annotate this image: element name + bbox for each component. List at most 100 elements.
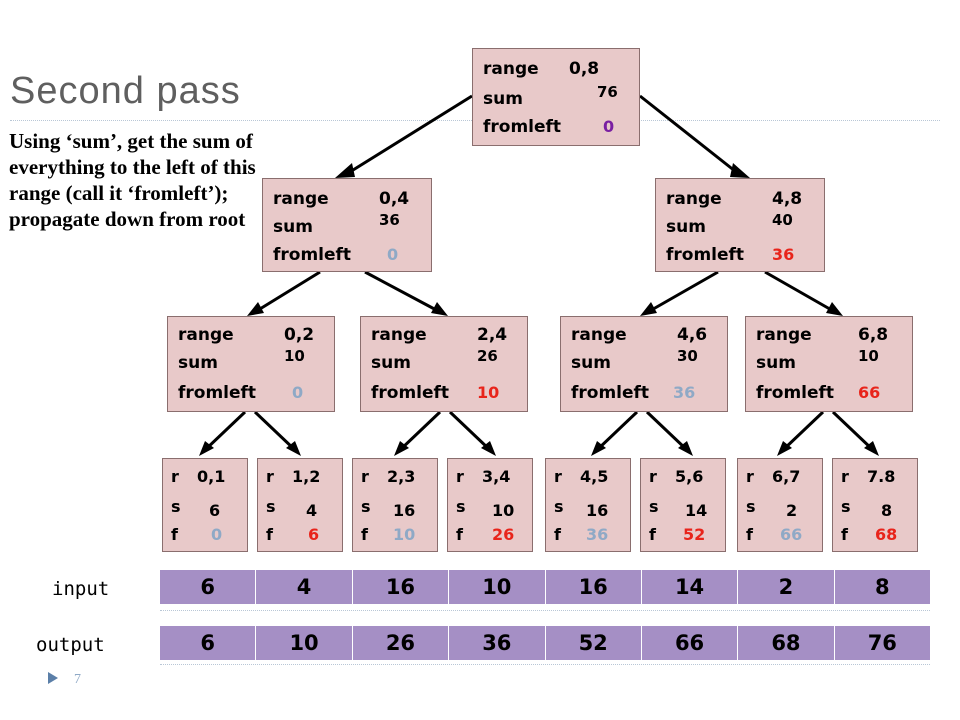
f-label: f — [649, 525, 656, 544]
fromleft-label: fromleft — [483, 117, 562, 137]
s-label: s — [841, 497, 851, 516]
output-cell: 10 — [256, 626, 353, 660]
fromleft-value: 36 — [772, 245, 795, 264]
sum-value: 40 — [772, 211, 793, 229]
output-divider — [160, 664, 930, 665]
range-value: 7.8 — [867, 467, 896, 486]
range-value: 0,1 — [197, 467, 226, 486]
tree-leaf-5-6: r 5,6 s 14 f 52 — [640, 458, 726, 552]
range-value: 1,2 — [292, 467, 321, 486]
tree-node-6-8: range 6,8 sum 10 fromleft 66 — [745, 316, 913, 412]
range-value: 6,8 — [858, 325, 889, 345]
range-value: 4,5 — [580, 467, 609, 486]
sum-value: 30 — [677, 347, 698, 365]
sum-label: sum — [371, 353, 411, 373]
tree-leaf-7-8: r 7.8 s 8 f 68 — [832, 458, 918, 552]
tree-node-2-4: range 2,4 sum 26 fromleft 10 — [360, 316, 528, 412]
s-label: s — [171, 497, 181, 516]
array-divider — [160, 610, 930, 611]
f-label: f — [361, 525, 368, 544]
edge-4-6-left — [595, 410, 639, 452]
input-cell: 16 — [545, 570, 642, 604]
edge-0-4-left — [254, 270, 321, 314]
fromleft-value: 66 — [780, 525, 803, 544]
s-label: s — [649, 497, 659, 516]
s-label: s — [266, 497, 276, 516]
sum-value: 16 — [586, 501, 609, 520]
edge-4-8-left — [647, 270, 719, 314]
input-label: input — [52, 578, 110, 600]
edge-6-8-right — [831, 410, 875, 452]
output-array: 6 10 26 36 52 66 68 76 — [160, 626, 930, 660]
range-value: 0,4 — [379, 189, 410, 209]
output-cell: 36 — [449, 626, 546, 660]
sum-value: 4 — [306, 501, 318, 520]
fromleft-value: 66 — [858, 383, 881, 402]
edge-0-2-right — [253, 410, 297, 452]
edge-2-4-left — [398, 410, 442, 452]
fromleft-label: fromleft — [178, 383, 257, 403]
range-value: 2,3 — [387, 467, 416, 486]
sum-value: 10 — [284, 347, 305, 365]
fromleft-value: 10 — [477, 383, 500, 402]
fromleft-label: fromleft — [756, 383, 835, 403]
tree-node-0-4: range 0,4 sum 36 fromleft 0 — [262, 178, 432, 272]
r-label: r — [649, 467, 657, 486]
slide-title: Second pass — [10, 70, 241, 112]
s-label: s — [554, 497, 564, 516]
input-cell: 8 — [834, 570, 930, 604]
range-value: 3,4 — [482, 467, 511, 486]
output-cell: 52 — [545, 626, 642, 660]
sum-value: 6 — [209, 501, 221, 520]
f-label: f — [171, 525, 178, 544]
r-label: r — [554, 467, 562, 486]
sum-label: sum — [571, 353, 611, 373]
range-label: range — [571, 325, 627, 345]
range-value: 0,8 — [569, 59, 600, 79]
output-cell: 6 — [160, 626, 257, 660]
r-label: r — [841, 467, 849, 486]
slide-bullet-icon — [48, 672, 58, 684]
sum-value: 8 — [881, 501, 893, 520]
tree-node-root: range 0,8 sum 76 fromleft 0 — [472, 48, 640, 146]
edge-4-6-right — [645, 410, 689, 452]
range-label: range — [756, 325, 812, 345]
edge-root-right — [639, 94, 741, 177]
edge-root-left — [344, 94, 473, 177]
range-value: 4,6 — [677, 325, 708, 345]
tree-node-0-2: range 0,2 sum 10 fromleft 0 — [167, 316, 335, 412]
fromleft-value: 0 — [603, 117, 615, 136]
tree-leaf-1-2: r 1,2 s 4 f 6 — [257, 458, 343, 552]
output-cell: 68 — [738, 626, 835, 660]
output-cell: 76 — [834, 626, 930, 660]
tree-leaf-3-4: r 3,4 s 10 f 26 — [447, 458, 533, 552]
r-label: r — [266, 467, 274, 486]
fromleft-label: fromleft — [571, 383, 650, 403]
range-value: 4,8 — [772, 189, 803, 209]
edge-0-4-right — [364, 270, 441, 314]
output-label: output — [36, 634, 105, 656]
page-number: 7 — [74, 672, 81, 687]
fromleft-value: 10 — [393, 525, 416, 544]
input-cell: 14 — [641, 570, 739, 604]
f-label: f — [841, 525, 848, 544]
tree-leaf-6-7: r 6,7 s 2 f 66 — [737, 458, 823, 552]
range-label: range — [273, 189, 329, 209]
fromleft-value: 68 — [875, 525, 898, 544]
fromleft-value: 0 — [292, 383, 304, 402]
r-label: r — [361, 467, 369, 486]
sum-value: 14 — [685, 501, 708, 520]
input-array: 6 4 16 10 16 14 2 8 — [160, 570, 930, 604]
fromleft-value: 26 — [492, 525, 515, 544]
s-label: s — [456, 497, 466, 516]
sum-value: 76 — [597, 83, 618, 101]
sum-value: 16 — [393, 501, 416, 520]
edge-2-4-right — [448, 410, 492, 452]
sum-label: sum — [483, 89, 523, 109]
fromleft-value: 36 — [673, 383, 696, 402]
sum-value: 26 — [477, 347, 498, 365]
range-value: 5,6 — [675, 467, 704, 486]
sum-value: 2 — [786, 501, 798, 520]
output-cell: 66 — [641, 626, 739, 660]
